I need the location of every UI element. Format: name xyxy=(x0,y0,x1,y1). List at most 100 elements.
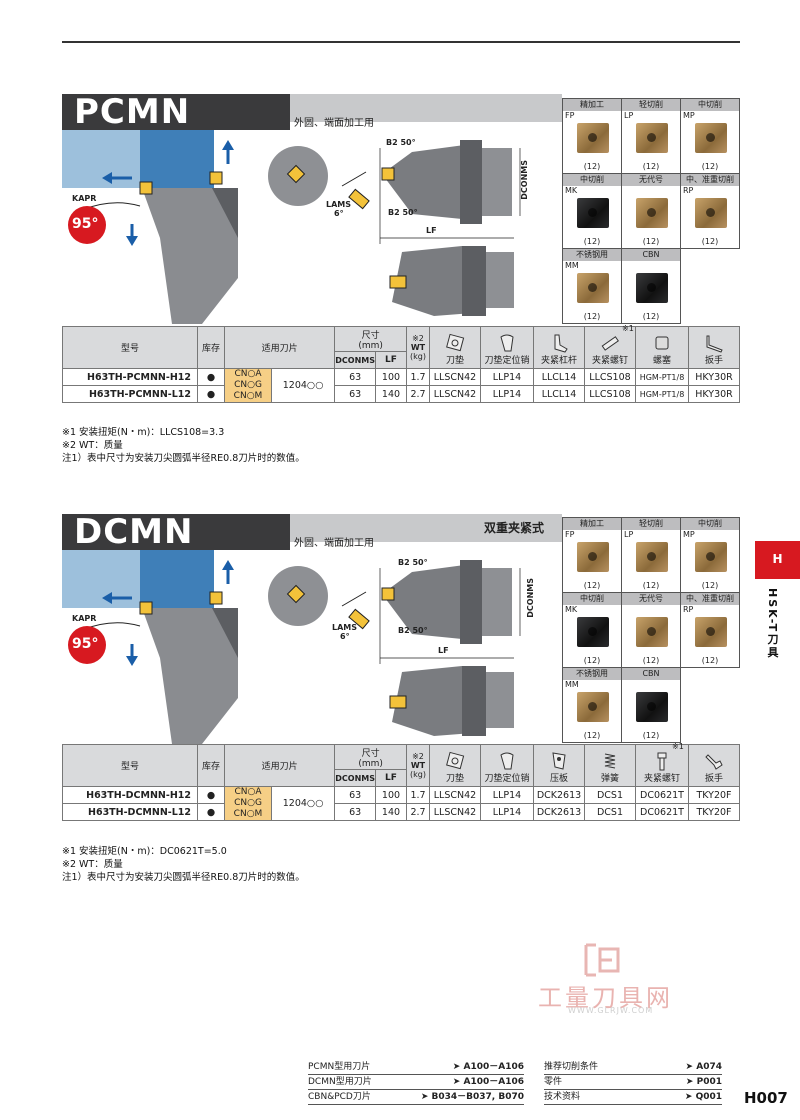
stock-cell: ● xyxy=(197,803,225,821)
insert-code: RP xyxy=(683,605,694,614)
section-title: DCMN xyxy=(62,514,290,550)
notes-block: ※1 安装扭矩(N・m)：DC0621T=5.0 ※2 WT：质量 注1）表中尺… xyxy=(62,845,305,884)
footer-ref-page: ➤ Q001 xyxy=(684,1092,722,1102)
insert-qty: (12) xyxy=(642,731,660,740)
insert-code: RP xyxy=(683,186,694,195)
footer-ref[interactable]: 技术资料➤ Q001 xyxy=(544,1091,722,1105)
model-cell: H63TH-PCMNN-H12 xyxy=(62,368,198,386)
insert-image xyxy=(577,617,609,647)
col-part: 弹簧 xyxy=(584,744,636,787)
part-label: 螺塞 xyxy=(652,355,671,366)
footer-ref-label: DCMN型用刀片 xyxy=(308,1077,372,1087)
insert-image xyxy=(695,123,727,153)
part-cell: DCS1 xyxy=(584,803,636,821)
insert-head: 中、准重切削 xyxy=(681,593,739,605)
lams-value: 6° xyxy=(334,209,344,218)
spring-icon xyxy=(604,753,616,768)
col-part: 刀垫定位销 xyxy=(480,326,534,369)
clamp-icon xyxy=(552,751,566,770)
kapr-value: 95° xyxy=(72,636,99,652)
watermark-logo-icon xyxy=(584,943,620,977)
footer-ref[interactable]: 推荐切削条件➤ A074 xyxy=(544,1061,722,1075)
insert-qty: (12) xyxy=(642,656,660,665)
part-cell: DCK2613 xyxy=(533,803,585,821)
insert-code: FP xyxy=(565,530,575,539)
part-cell: DCS1 xyxy=(584,786,636,804)
part-cell: LLP14 xyxy=(480,385,534,403)
insert-image xyxy=(636,542,668,572)
note-line: ※1 安装扭矩(N・m)：LLCS108=3.3 xyxy=(62,427,225,438)
footer-ref-page-text: A100－A106 xyxy=(463,1077,524,1087)
insert-image xyxy=(577,692,609,722)
screw-icon xyxy=(657,752,667,770)
insert-head: 中切削 xyxy=(563,174,621,186)
col-dconms: DCONMS xyxy=(334,351,376,369)
insert-qty: (12) xyxy=(642,312,660,321)
part-cell: LLP14 xyxy=(480,803,534,821)
footer-ref-page-text: A100－A106 xyxy=(463,1062,524,1072)
footer-ref[interactable]: 零件➤ P001 xyxy=(544,1076,722,1090)
part-cell: LLP14 xyxy=(480,786,534,804)
stock-cell: ● xyxy=(197,368,225,386)
insert-qty: (12) xyxy=(701,237,719,246)
insert-code: FP xyxy=(565,111,575,120)
lf-cell: 100 xyxy=(375,786,407,804)
part-cell: HKY30R xyxy=(688,368,740,386)
footer-ref-page: ➤ A074 xyxy=(685,1062,722,1072)
footer-ref-page-text: Q001 xyxy=(695,1092,722,1102)
part-cell: LLCL14 xyxy=(533,385,585,403)
wrench-icon xyxy=(706,335,723,353)
col-part: 压板 xyxy=(533,744,585,787)
footer-ref[interactable]: PCMN型用刀片➤ A100－A106 xyxy=(308,1061,524,1075)
footer-ref-page: ➤ B034－B037, B070 xyxy=(420,1092,524,1102)
part-cell: HKY30R xyxy=(688,385,740,403)
insert-code: MP xyxy=(683,111,695,120)
col-part: 夹紧杠杆 xyxy=(533,326,585,369)
insert-qty: (12) xyxy=(701,581,719,590)
model-cell: H63TH-PCMNN-L12 xyxy=(62,385,198,403)
table-row[interactable]: H63TH-PCMNN-L12 ● 63 140 2.7 LLSCN42 LLP… xyxy=(62,385,740,403)
col-stock: 库存 xyxy=(197,744,225,787)
kapr-label: KAPR xyxy=(72,614,97,623)
insert-head: 轻切削 xyxy=(622,99,680,111)
footer-ref-page: ➤ A100－A106 xyxy=(452,1077,524,1087)
col-wt-label: WT xyxy=(410,343,426,352)
insert-code: LP xyxy=(624,530,634,539)
lf-label: LF xyxy=(438,646,449,655)
side-tab-letter[interactable]: H xyxy=(755,541,800,579)
footer-ref[interactable]: DCMN型用刀片 ➤ A100－A106 xyxy=(308,1076,524,1090)
insert-code: LP xyxy=(624,111,634,120)
col-part: 刀垫 xyxy=(429,744,481,787)
table-row[interactable]: H63TH-DCMNN-L12 ● 63 140 2.7 LLSCN42 LLP… xyxy=(62,803,740,821)
insert-cell[interactable]: 无代号(12) xyxy=(621,173,681,249)
dconms-label: DCONMS xyxy=(520,160,529,200)
footer-ref-label: CBN&PCD刀片 xyxy=(308,1092,371,1102)
footer-ref[interactable]: CBN&PCD刀片 ➤ B034－B037, B070 xyxy=(308,1091,524,1105)
insert-cell[interactable]: CBN(12) xyxy=(621,667,681,743)
part-label: 扳手 xyxy=(704,355,723,366)
col-insert-label: 适用刀片 xyxy=(261,762,298,772)
col-wt-note: ※2 xyxy=(412,334,424,343)
top-rule xyxy=(62,41,740,43)
screw-icon xyxy=(601,335,619,351)
insert-cell[interactable]: CBN(12) xyxy=(621,248,681,324)
grade-g: CN○G xyxy=(234,380,262,390)
lf-cell: 100 xyxy=(375,368,407,386)
dconms-cell: 63 xyxy=(334,786,376,804)
insert-cell[interactable]: 无代号(12) xyxy=(621,592,681,668)
